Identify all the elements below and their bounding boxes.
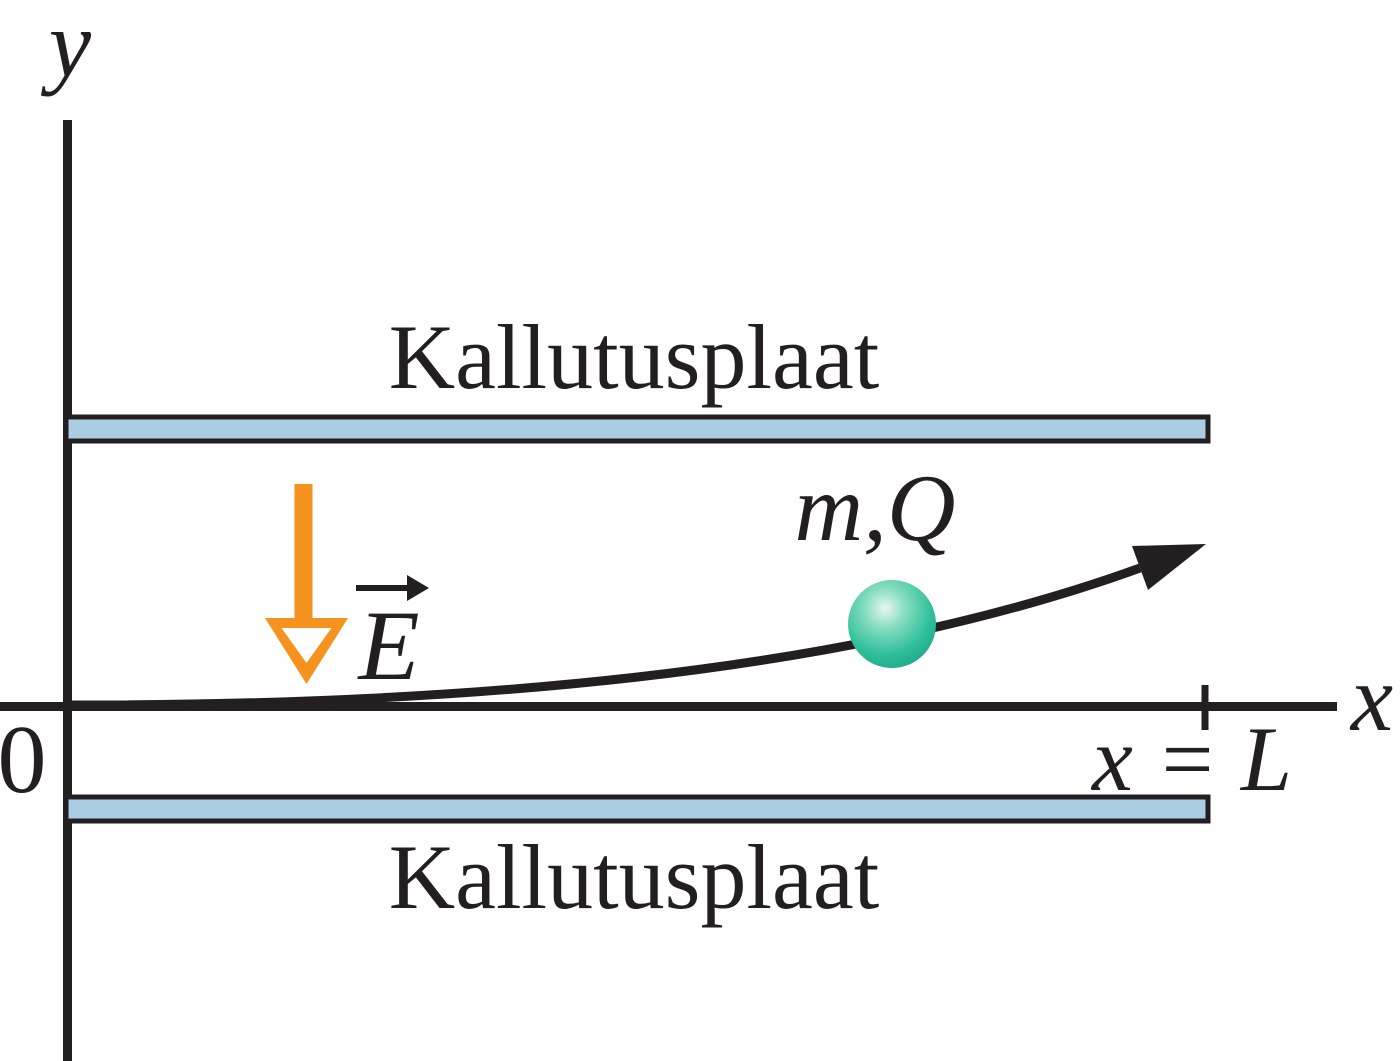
particle-label: m,Q <box>795 455 956 561</box>
electric-field-arrow-icon <box>265 484 348 684</box>
vector-overbar-arrowhead-icon <box>407 575 429 601</box>
trajectory-arrowhead-icon <box>1132 544 1206 590</box>
field-arrowhead-inner <box>281 628 332 663</box>
charged-particle-ball <box>848 580 936 668</box>
top-plate-label: Kallutusplaat <box>389 306 880 408</box>
y-axis-label: y <box>41 0 92 97</box>
field-vector-symbol: E <box>356 575 429 701</box>
length-label: x = L <box>1090 708 1292 810</box>
origin-label: 0 <box>0 706 47 814</box>
bottom-plate <box>63 794 1211 824</box>
field-label: E <box>356 590 419 701</box>
field-arrow-shaft <box>294 484 313 619</box>
x-axis-label: x <box>1349 645 1393 751</box>
trajectory-path <box>66 563 1142 710</box>
bottom-plate-label: Kallutusplaat <box>389 826 880 928</box>
top-plate <box>63 414 1211 444</box>
